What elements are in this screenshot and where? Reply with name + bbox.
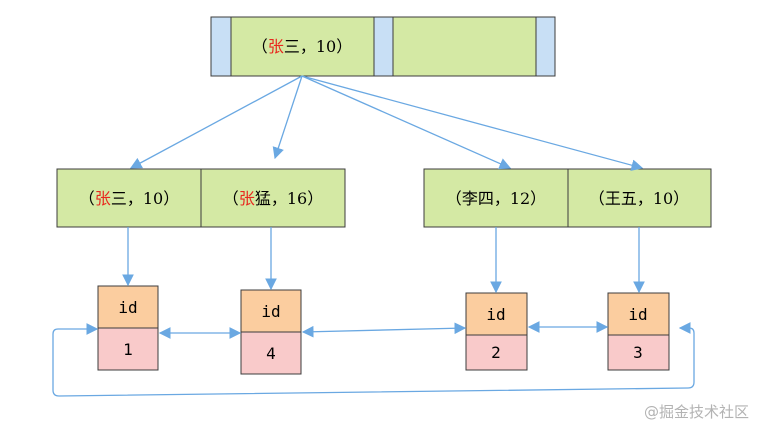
root-to-internal-arrow: [129, 75, 303, 169]
leaf-record: id 3: [607, 292, 670, 371]
root-key-label: （张三，10）: [252, 37, 352, 56]
leaf-header-label: id: [118, 298, 137, 317]
leaf-value-cell: [240, 331, 302, 375]
leaf-header-cell: [97, 285, 159, 329]
root-key-open: （: [252, 37, 268, 56]
root-pointer-middle: [373, 16, 394, 77]
root-to-internal-arrow: [301, 75, 512, 170]
root-key-cell: [230, 16, 375, 77]
root-empty-key-cell: [392, 16, 537, 77]
leaf-header-label: id: [261, 302, 280, 321]
leaf-value-cell: [607, 334, 670, 371]
root-key-surname: 张: [268, 37, 284, 56]
root-to-internal-arrow: [272, 75, 303, 160]
internal-node-group-right: （李四，12） （王五，10）: [423, 168, 712, 228]
internal-node-cell: [56, 168, 202, 228]
leaf-value-label: 2: [491, 343, 501, 362]
internal-node-key-label: （张三，10）: [79, 189, 179, 208]
leaf-value-cell: [97, 327, 159, 371]
leaf-link-arrow: [301, 322, 467, 338]
leaf-header-label: id: [628, 305, 647, 324]
leaf-value-label: 1: [123, 340, 133, 359]
root-pointer-right: [535, 16, 556, 77]
leaf-value-cell: [465, 334, 528, 371]
leaf-value-label: 4: [266, 344, 276, 363]
root-pointer-left: [210, 16, 232, 77]
leaf-wraparound-arrow: [52, 322, 695, 397]
leaf-record: id 2: [465, 292, 528, 371]
internal-node-key-label: （王五，10）: [589, 189, 689, 208]
internal-node-key-label: （张猛，16）: [223, 189, 323, 208]
internal-node-key-label: （李四，12）: [446, 189, 546, 208]
internal-node-cell: [200, 168, 346, 228]
root-node: （张三，10）: [210, 16, 556, 77]
watermark-text: @掘金技术社区: [643, 403, 749, 421]
leaf-value-label: 3: [633, 343, 643, 362]
root-key-rest: 三，10）: [284, 37, 352, 56]
root-to-internal-arrow: [301, 75, 644, 171]
leaf-record: id 4: [240, 289, 302, 375]
internal-node-group-left: （张三，10） （张猛，16）: [56, 168, 346, 228]
internal-node-cell: [567, 168, 712, 228]
leaf-header-label: id: [486, 305, 505, 324]
internal-node-cell: [423, 168, 569, 228]
leaf-record: id 1: [97, 285, 159, 371]
